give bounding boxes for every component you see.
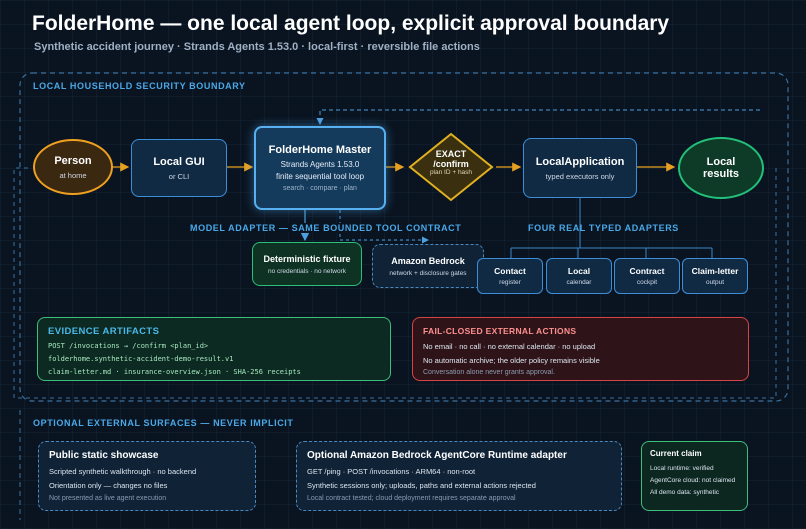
adapter-claim-letter-title: Claim-letter [691,266,739,276]
bedrock-title: Amazon Bedrock [391,255,465,266]
showcase-note: Not presented as live agent execution [49,495,167,502]
adapter-contract-title: Contract [629,266,665,276]
gate-label: EXACT /confirm plan ID + hash [408,149,494,176]
agentcore-line-2: Synthetic sessions only; uploads, paths … [307,481,536,490]
evidence-card: EVIDENCE ARTIFACTS POST /invocations → /… [37,317,391,381]
master-node: FolderHome Master Strands Agents 1.53.0 … [254,126,386,210]
model-adapter-label: MODEL ADAPTER — SAME BOUNDED TOOL CONTRA… [188,223,464,233]
fail-closed-note: Conversation alone never grants approval… [423,369,555,376]
current-claim-card: Current claim Local runtime: verified Ag… [641,441,748,511]
showcase-title: Public static showcase [49,450,159,461]
agentcore-line-1: GET /ping · POST /invocations · ARM64 · … [307,467,476,476]
adapter-calendar-title: Local [567,266,591,276]
local-results-node: Local results [678,137,764,199]
current-claim-title: Current claim [650,449,702,458]
adapter-tree [510,198,713,258]
confirm-gate: EXACT /confirm plan ID + hash [408,132,494,202]
adapter-calendar-sub: calendar [566,279,592,286]
feedback-connector [316,109,760,125]
adapter-contact: Contact register [477,258,543,294]
fail-closed-line-2: No automatic archive; the older policy r… [423,356,600,365]
master-line3: search · compare · plan [283,185,357,192]
gate-sub: plan ID + hash [429,169,473,176]
fixture-node: Deterministic fixture no credentials · n… [252,242,362,286]
local-gui-title: Local GUI [153,155,205,168]
fail-closed-title: FAIL-CLOSED EXTERNAL ACTIONS [423,326,577,336]
master-line2: finite sequential tool loop [275,172,365,181]
current-claim-line-1: Local runtime: verified [650,465,714,472]
person-node: Person at home [33,139,113,195]
adapters-label: FOUR REAL TYPED ADAPTERS [528,223,679,233]
master-title: FolderHome Master [268,144,372,156]
adapter-claim-letter-sub: output [705,279,725,286]
fail-closed-line-1: No email · no call · no external calenda… [423,342,596,351]
local-gui-sub: or CLI [168,171,190,181]
local-application-sub: typed executors only [545,171,615,181]
fail-closed-card: FAIL-CLOSED EXTERNAL ACTIONS No email · … [412,317,749,381]
bedrock-node: Amazon Bedrock network + disclosure gate… [372,244,484,288]
adapter-contract-sub: cockpit [636,279,658,286]
evidence-title: EVIDENCE ARTIFACTS [48,326,160,337]
local-application-title: LocalApplication [535,155,625,168]
adapter-contact-sub: register [499,279,521,286]
person-title: Person [54,154,92,167]
arrow-master-bedrock [339,210,429,244]
showcase-line-1: Scripted synthetic walkthrough · no back… [49,467,197,476]
results-title-1: Local [706,156,736,168]
gate-title-1: EXACT [435,149,467,159]
optional-label: OPTIONAL EXTERNAL SURFACES — NEVER IMPLI… [33,418,294,428]
results-title-2: results [702,168,740,180]
bedrock-sub: network + disclosure gates [389,269,467,277]
current-claim-line-2: AgentCore cloud: not claimed [650,477,736,484]
agentcore-title: Optional Amazon Bedrock AgentCore Runtim… [307,450,567,461]
master-line1: Strands Agents 1.53.0 [280,160,360,169]
local-boundary-label: LOCAL HOUSEHOLD SECURITY BOUNDARY [33,81,246,91]
agentcore-note: Local contract tested; cloud deployment … [307,495,516,502]
showcase-card: Public static showcase Scripted syntheti… [38,441,256,511]
local-boundary-frame [19,72,789,402]
current-claim-line-3: All demo data: synthetic [650,489,720,496]
adapter-calendar: Local calendar [546,258,612,294]
page-title: FolderHome — one local agent loop, expli… [32,12,670,35]
fixture-sub: no credentials · no network [267,267,347,275]
showcase-line-2: Orientation only — changes no files [49,481,168,490]
evidence-line-2: folderhome.synthetic-accident-demo-resul… [48,355,234,363]
adapter-contract: Contract cockpit [614,258,680,294]
page-subtitle: Synthetic accident journey · Strands Age… [34,41,480,53]
local-application-node: LocalApplication typed executors only [523,138,637,198]
local-gui-node: Local GUI or CLI [131,139,227,197]
agentcore-card: Optional Amazon Bedrock AgentCore Runtim… [296,441,622,511]
loop-connector [13,167,777,399]
gate-title-2: /confirm [433,159,469,169]
adapter-contact-title: Contact [494,266,526,276]
adapter-claim-letter: Claim-letter output [682,258,748,294]
person-sub: at home [59,170,87,180]
evidence-line-3: claim-letter.md · insurance-overview.jso… [48,368,301,376]
evidence-line-1: POST /invocations → /confirm <plan_id> [48,342,209,350]
fixture-title: Deterministic fixture [263,253,351,264]
